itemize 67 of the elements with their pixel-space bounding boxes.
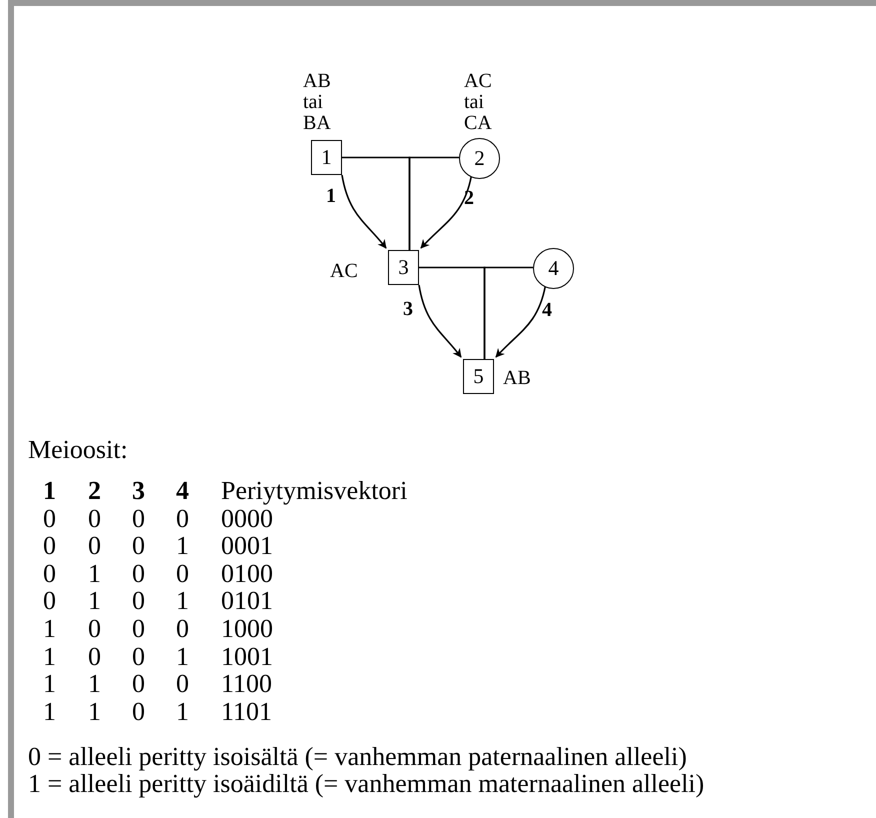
table-cell: 0000 <box>221 506 273 532</box>
table-cell: 0 <box>88 533 101 560</box>
edge-label: 1 <box>326 186 336 206</box>
table-cell: 0 <box>132 588 145 614</box>
inheritance-arrow <box>420 176 472 249</box>
table-cell: 0 <box>132 698 145 725</box>
table-cell: 0100 <box>221 560 273 587</box>
section-heading: Meioosit: <box>28 437 128 463</box>
table-cell: 0 <box>88 506 101 532</box>
table-cell: 1 <box>88 671 101 698</box>
table-header: Periytymisvektori <box>221 478 408 504</box>
table-header: 4 <box>176 478 189 504</box>
table-cell: 0 <box>176 671 189 698</box>
legend-note: 0 = alleeli peritty isoisältä (= vanhemman paternaalinen alleeli) <box>28 744 687 770</box>
table-cell: 0 <box>176 616 189 642</box>
table-cell: 1 <box>176 533 189 560</box>
inheritance-arrow <box>341 174 387 249</box>
table-cell: 1001 <box>221 644 273 670</box>
inheritance-arrow <box>418 284 462 358</box>
table-cell: 0 <box>43 560 56 587</box>
table-cell: 1 <box>43 698 56 725</box>
table-cell: 0001 <box>221 533 273 560</box>
legend-note: 1 = alleeli peritty isoäidiltä (= vanhemman maternaalinen alleeli) <box>28 771 704 797</box>
table-cell: 1 <box>43 616 56 642</box>
edge-label: 4 <box>542 300 552 320</box>
table-cell: 0 <box>132 506 145 532</box>
descent-line <box>408 156 459 250</box>
table-cell: 0 <box>132 560 145 587</box>
table-cell: 1 <box>88 588 101 614</box>
male-square: 5 <box>463 359 494 394</box>
female-circle: 4 <box>533 248 574 289</box>
inheritance-arrow <box>495 286 546 358</box>
genotype-label: AB <box>503 368 532 389</box>
table-cell: 0 <box>132 644 145 670</box>
table-cell: 1101 <box>221 698 272 725</box>
table-cell: 1 <box>176 588 189 614</box>
edge-label: 2 <box>464 188 474 208</box>
table-cell: 0 <box>176 560 189 587</box>
table-cell: 0 <box>88 616 101 642</box>
edge-label: 3 <box>403 299 413 319</box>
table-cell: 0 <box>43 506 56 532</box>
table-cell: 0 <box>43 533 56 560</box>
table-cell: 0 <box>88 644 101 670</box>
genotype-label: AC tai CA <box>464 71 493 134</box>
table-cell: 0 <box>132 616 145 642</box>
genotype-label: AC <box>330 261 359 282</box>
table-header: 1 <box>43 478 56 504</box>
male-square: 1 <box>311 140 342 175</box>
table-cell: 1000 <box>221 616 273 642</box>
table-cell: 1100 <box>221 671 272 698</box>
table-cell: 0 <box>176 506 189 532</box>
table-cell: 0 <box>132 671 145 698</box>
table-header: 2 <box>88 478 101 504</box>
table-cell: 1 <box>176 698 189 725</box>
table-cell: 1 <box>43 644 56 670</box>
male-square: 3 <box>388 250 419 285</box>
table-cell: 1 <box>176 644 189 670</box>
descent-line <box>484 266 533 359</box>
table-header: 3 <box>132 478 145 504</box>
table-cell: 1 <box>43 671 56 698</box>
table-cell: 0 <box>43 588 56 614</box>
female-circle: 2 <box>459 138 500 179</box>
table-cell: 0101 <box>221 588 273 614</box>
genotype-label: AB tai BA <box>303 71 332 134</box>
table-cell: 0 <box>132 533 145 560</box>
table-cell: 1 <box>88 698 101 725</box>
table-cell: 1 <box>88 560 101 587</box>
